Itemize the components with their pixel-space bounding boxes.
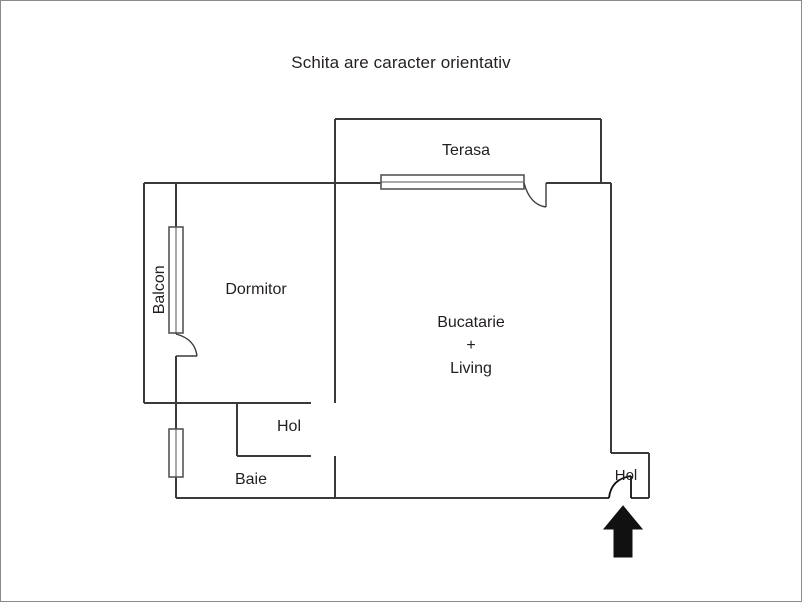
room-label-balcon: Balcon — [151, 265, 169, 315]
balcony-door-swing-symbol — [175, 333, 198, 357]
terrace-door-swing-symbol — [523, 182, 547, 208]
page-title: Schita are caracter orientativ — [291, 53, 511, 72]
entrance-direction-arrow — [602, 505, 644, 558]
room-label-hol-interior: Hol — [276, 418, 301, 435]
terasa-outline — [334, 118, 602, 183]
balcony-window-symbol — [168, 226, 184, 334]
room-label-terasa: Terasa — [441, 142, 491, 159]
room-label-hol-intrare: Hol — [614, 467, 638, 484]
room-label-baie: Baie — [234, 471, 268, 488]
interior-partition-walls — [175, 183, 336, 498]
room-label-bucatarie-living: Bucatarie + Living — [437, 314, 505, 378]
entrance-door-swing-symbol — [608, 475, 632, 499]
bathroom-window-symbol — [168, 428, 184, 478]
terrace-window-symbol — [380, 174, 525, 190]
apartment-outer-walls — [143, 182, 650, 499]
room-label-dormitor: Dormitor — [225, 281, 287, 298]
